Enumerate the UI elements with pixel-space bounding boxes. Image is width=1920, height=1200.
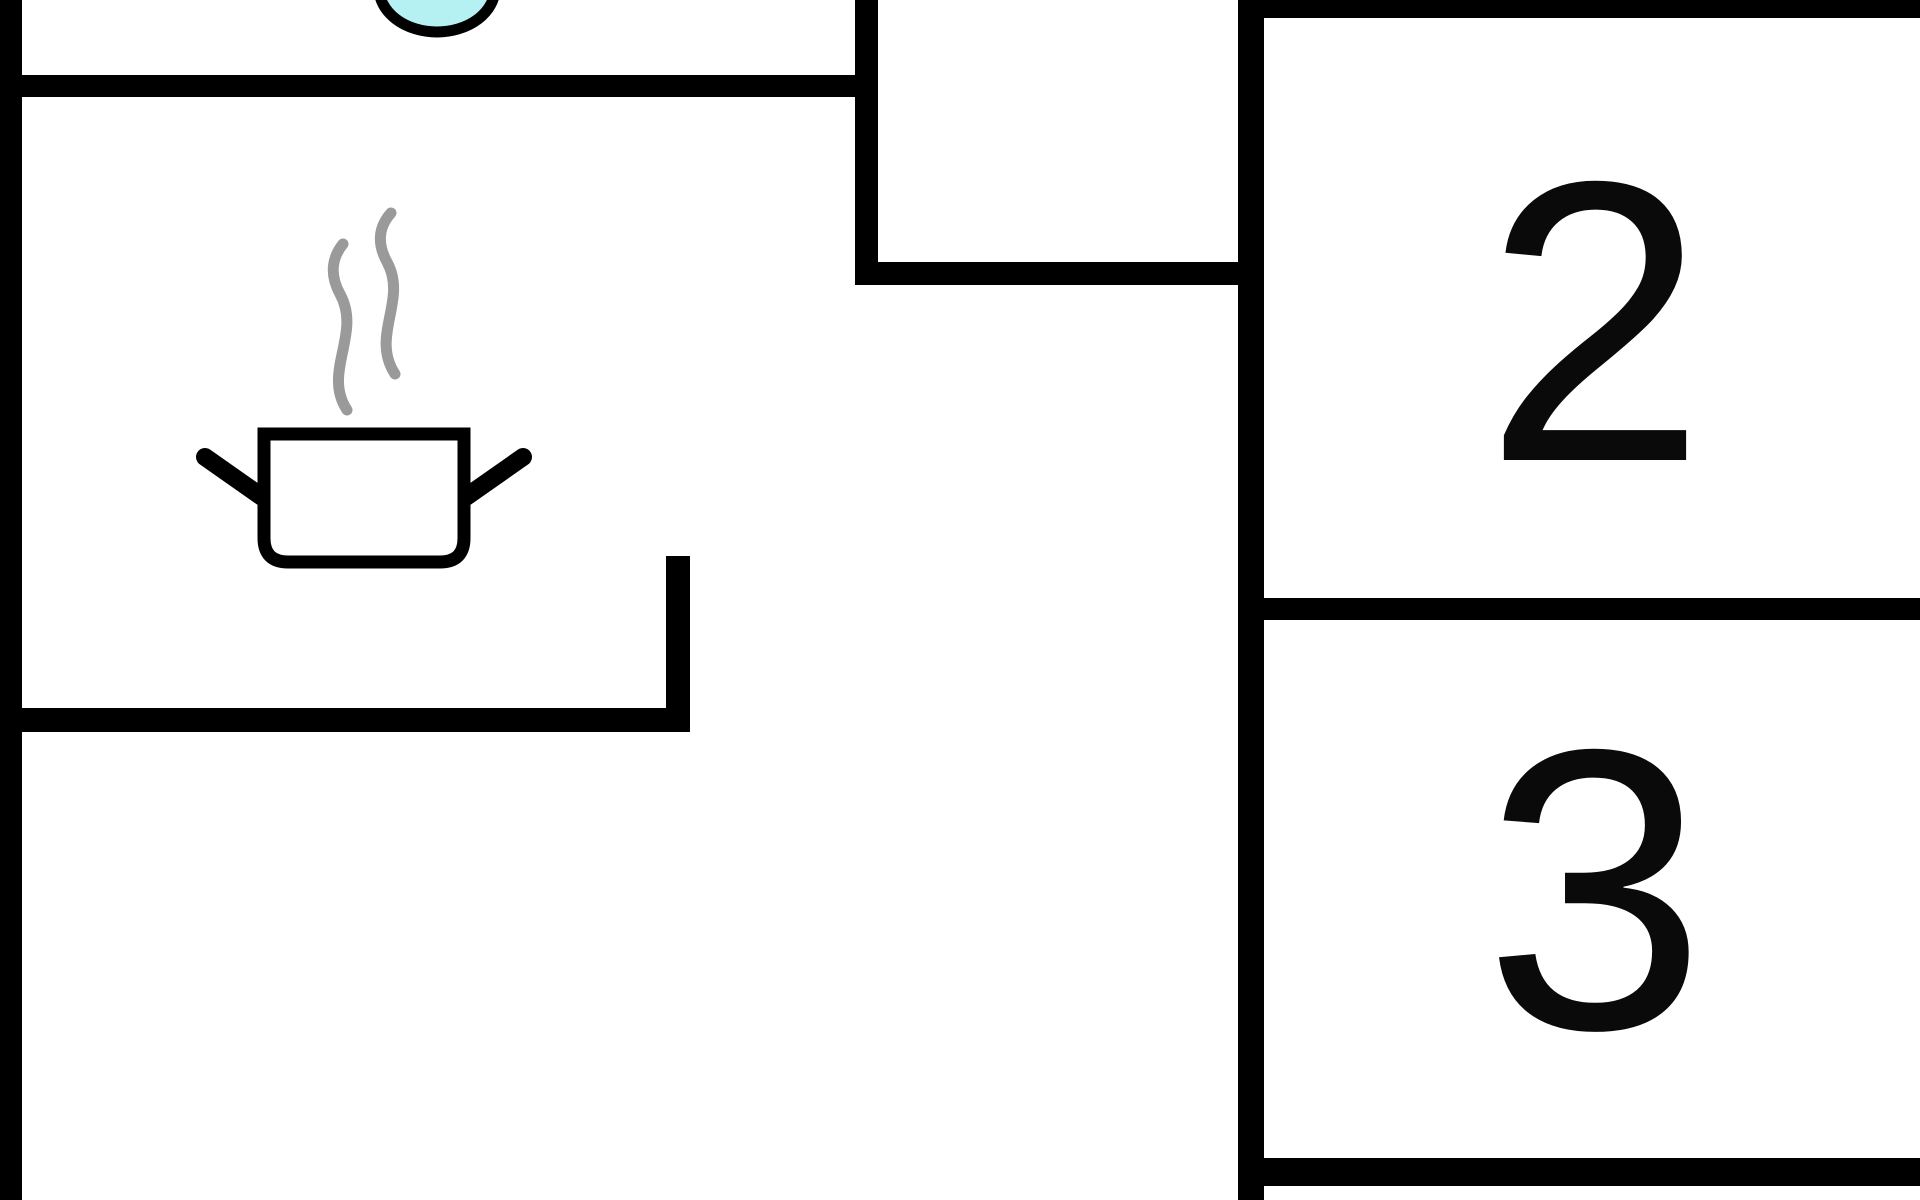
wall-left [0,0,22,1200]
kitchen-area [22,97,855,708]
wall-vestibule-bottom [855,262,1240,285]
wall-kitchen-top [0,75,877,97]
pot-body [257,427,471,569]
wall-kitchen-bottom [0,708,690,732]
cooking-pot-icon [196,427,532,569]
steam-wave-right [374,207,401,380]
wall-room-divider [1264,598,1920,620]
steam-wave-left [327,238,353,416]
wall-right-main [1238,0,1264,1200]
pot-handle-right [457,448,532,506]
wall-room3-bottom [1264,1158,1920,1186]
sink-basin-icon [375,0,499,38]
room-label-3: 3 [1484,666,1706,1113]
steam-icon [327,207,401,416]
wall-room2-top [1264,0,1920,18]
wall-kitchen-return [666,556,690,732]
room-3-area [1264,620,1920,1158]
wall-vestibule-left [855,0,878,285]
room-label-2: 2 [1484,98,1706,545]
pot-handle-left [196,448,271,506]
room-2-area [1264,18,1920,598]
